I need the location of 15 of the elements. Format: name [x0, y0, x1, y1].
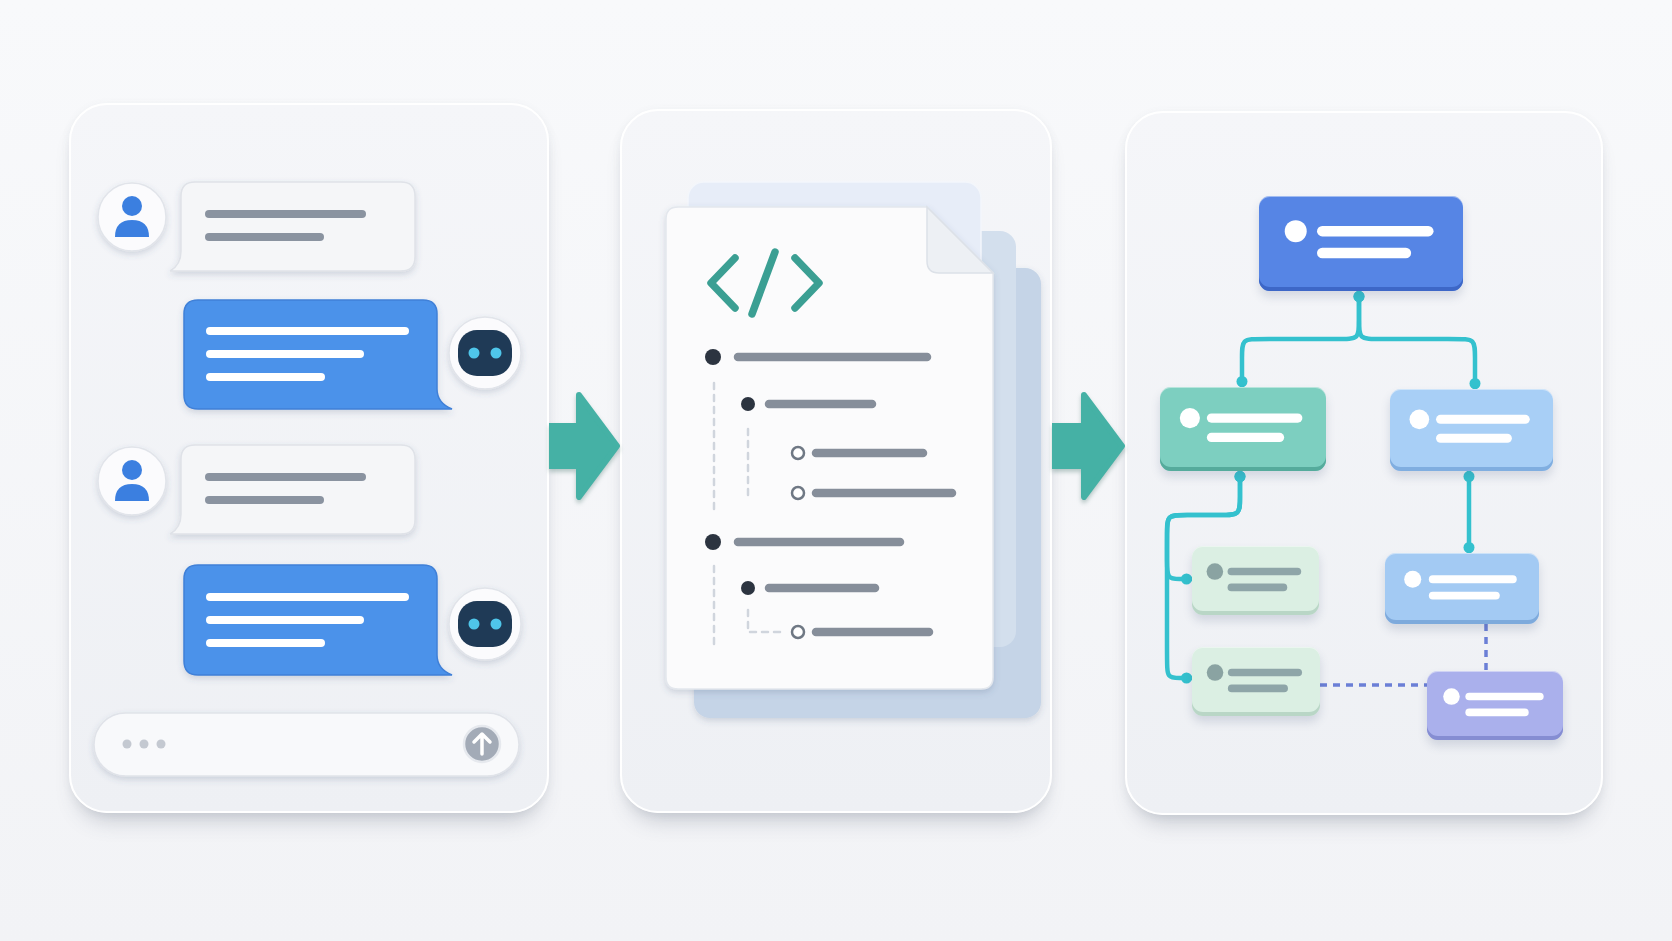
panel-card [1125, 111, 1603, 815]
connector-line [1353, 291, 1481, 389]
dashed-connector [1484, 624, 1488, 671]
dashed-connector [1320, 683, 1427, 687]
node-card [1385, 553, 1539, 624]
node-card [1390, 389, 1553, 471]
connector-line [1463, 471, 1475, 553]
node-card [1192, 546, 1319, 615]
block-arrow [1052, 392, 1125, 500]
node-card [1160, 387, 1326, 471]
node-card [1192, 647, 1320, 716]
node-card [1259, 196, 1463, 291]
node-card [1427, 671, 1563, 740]
block-arrow [549, 392, 620, 500]
connector-line [1164, 471, 1246, 684]
